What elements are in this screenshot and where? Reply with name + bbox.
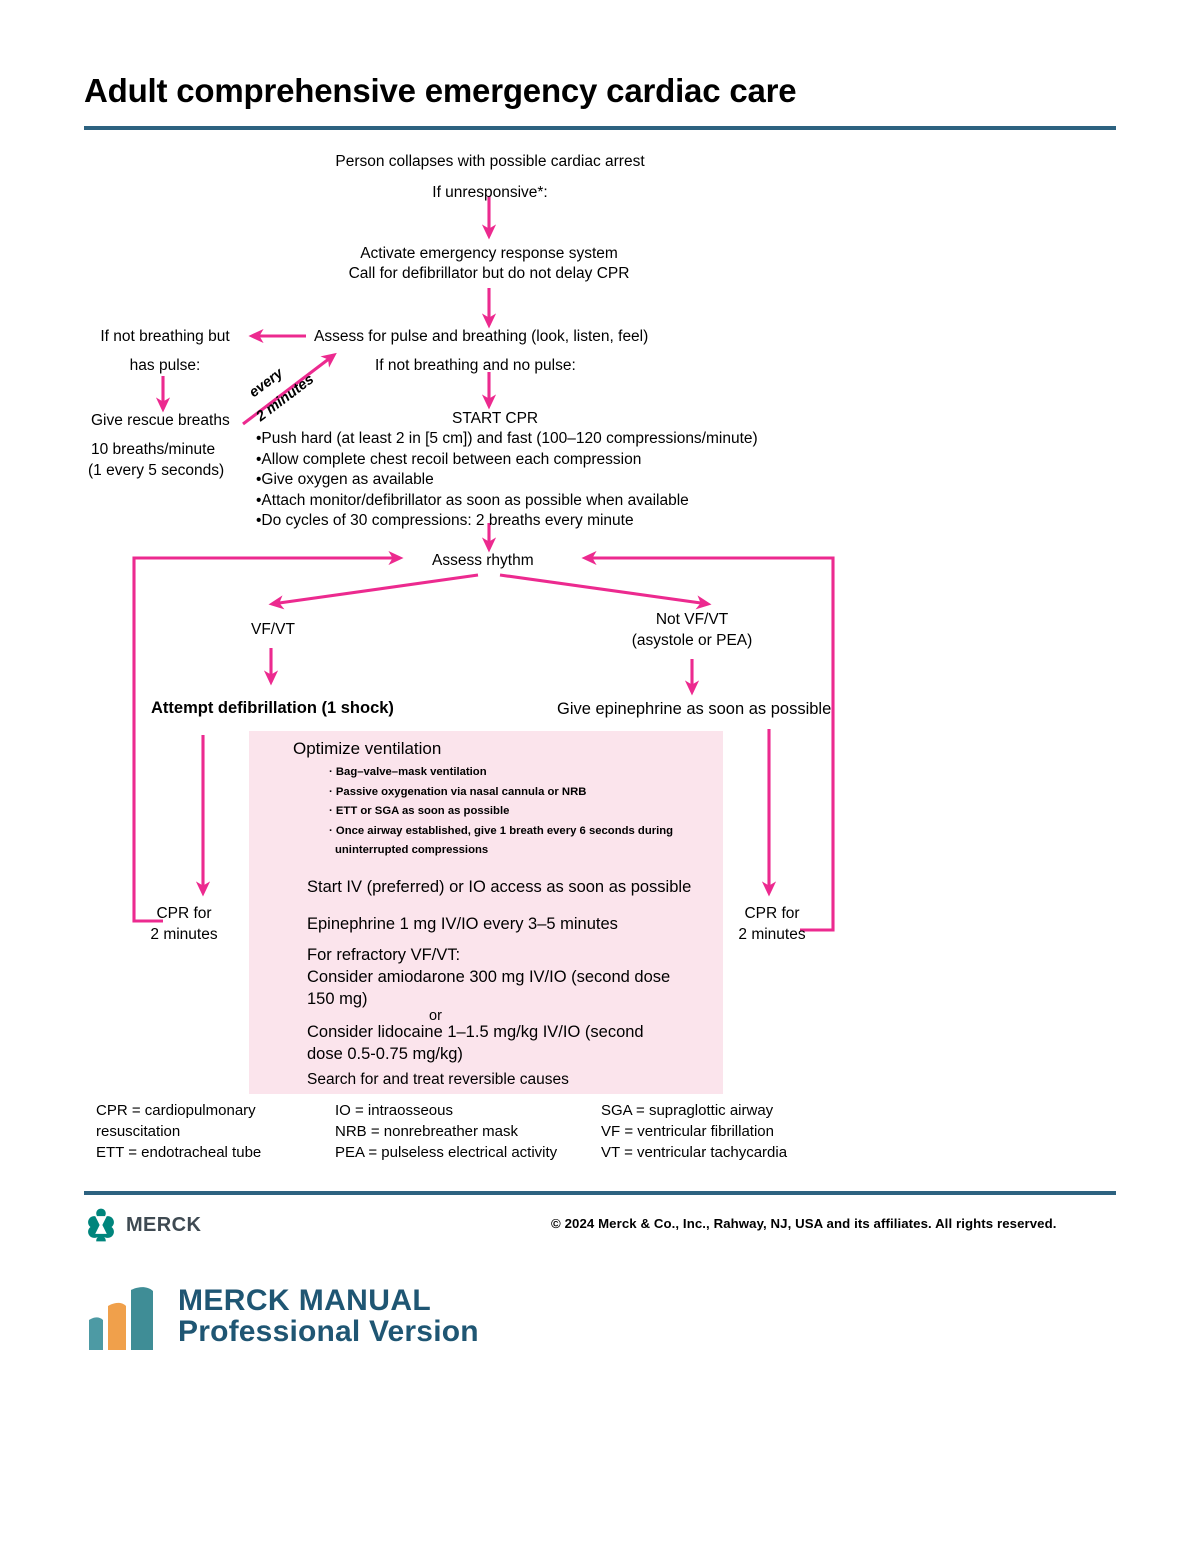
node-not-vf-vt-line2: (asystole or PEA) [631, 632, 753, 649]
node-vf-vt: VF/VT [251, 621, 295, 638]
cpr-instruction-bullets: •Push hard (at least 2 in [5 cm]) and fa… [256, 429, 758, 532]
merck-manual-bars-icon [89, 1287, 153, 1350]
panel-lidocaine-line1: Consider lidocaine 1–1.5 mg/kg IV/IO (se… [307, 1023, 644, 1041]
cpr-bullet-4: •Do cycles of 30 compressions: 2 breaths… [256, 512, 634, 529]
node-activate-ems-line1: Activate emergency response system [360, 245, 618, 262]
panel-title: Optimize ventilation [293, 739, 442, 758]
legend-column-1: CPR = cardiopulmonary resuscitation ETT … [96, 1100, 261, 1163]
cpr-bullet-3: •Attach monitor/defibrillator as soon as… [256, 491, 689, 509]
panel-amiodarone-line2: 150 mg) [307, 990, 368, 1008]
legend-item-vt: VT = ventricular tachycardia [601, 1144, 788, 1161]
node-activate-ems-line2: Call for defibrillator but do not delay … [348, 265, 630, 282]
node-cpr-loop-left-line2: 2 minutes [150, 926, 218, 943]
legend-item-pea: PEA = pulseless electrical activity [335, 1144, 558, 1161]
merck-wordmark: MERCK [126, 1213, 202, 1236]
node-rescue-rate-line1: 10 breaths/minute [91, 441, 216, 458]
node-cpr-loop-left-line1: CPR for [156, 905, 212, 922]
node-person-collapses: Person collapses with possible cardiac a… [335, 153, 645, 170]
panel-refractory-label: For refractory VF/VT: [307, 946, 461, 964]
cpr-bullet-0: •Push hard (at least 2 in [5 cm]) and fa… [256, 430, 758, 447]
panel-or-separator: or [429, 1008, 442, 1024]
legend-item-vf: VF = ventricular fibrillation [601, 1123, 774, 1140]
merck-manual-line2: Professional Version [178, 1315, 479, 1348]
panel-lidocaine-block: Consider lidocaine 1–1.5 mg/kg IV/IO (se… [307, 1021, 644, 1065]
merck-quatrefoil-icon [88, 1208, 114, 1242]
node-give-epinephrine: Give epinephrine as soon as possible [557, 700, 832, 718]
legend-item-cpr-1: CPR = cardiopulmonary [96, 1102, 256, 1119]
panel-refractory-block: For refractory VF/VT: Consider amiodaron… [307, 944, 670, 1010]
cpr-bullet-2: •Give oxygen as available [256, 471, 434, 488]
node-cpr-loop-right-line1: CPR for [744, 905, 800, 922]
legend-item-io: IO = intraosseous [335, 1102, 453, 1119]
node-branch-has-pulse-line2: has pulse: [129, 357, 201, 374]
node-assess-pulse-breathing: Assess for pulse and breathing (look, li… [314, 328, 649, 345]
node-assess-rhythm: Assess rhythm [432, 552, 534, 569]
panel-epinephrine-dose: Epinephrine 1 mg IV/IO every 3–5 minutes [307, 915, 618, 933]
merck-manual-logo: MERCK MANUAL Professional Version [86, 1280, 479, 1354]
node-attempt-defibrillation: Attempt defibrillation (1 shock) [151, 699, 394, 717]
panel-amiodarone-line1: Consider amiodarone 300 mg IV/IO (second… [307, 968, 671, 986]
panel-bullet-3-continuation: uninterrupted compressions [335, 844, 489, 857]
panel-bullet-1: · Passive oxygenation via nasal cannula … [329, 785, 587, 798]
node-branch-no-pulse: If not breathing and no pulse: [375, 357, 576, 374]
legend-item-sga: SGA = supraglottic airway [601, 1102, 774, 1119]
cpr-bullet-1: •Allow complete chest recoil between eac… [256, 450, 642, 468]
node-not-vf-vt-line1: Not VF/VT [655, 611, 729, 628]
copyright-notice: © 2024 Merck & Co., Inc., Rahway, NJ, US… [551, 1216, 1057, 1231]
node-branch-has-pulse-line1: If not breathing but [100, 328, 230, 345]
legend-column-3: SGA = supraglottic airway VF = ventricul… [601, 1100, 787, 1163]
panel-bullet-list: · Bag–valve–mask ventilation · Passive o… [329, 763, 709, 861]
merck-manual-line1: MERCK MANUAL [178, 1284, 432, 1318]
panel-bullet-2: · ETT or SGA as soon as possible [329, 805, 510, 818]
panel-bullet-3: · Once airway established, give 1 breath… [329, 824, 674, 837]
legend-item-ett: ETT = endotracheal tube [96, 1144, 262, 1161]
header-divider [84, 126, 1116, 130]
panel-lidocaine-line2: dose 0.5-0.75 mg/kg) [307, 1045, 463, 1063]
panel-reversible-causes: Search for and treat reversible causes [307, 1071, 569, 1088]
panel-iv-access: Start IV (preferred) or IO access as soo… [307, 878, 692, 896]
optimize-ventilation-panel: Optimize ventilation · Bag–valve–mask ve… [249, 731, 723, 1094]
node-rescue-rate-line2: (1 every 5 seconds) [88, 462, 225, 479]
panel-bullet-0: · Bag–valve–mask ventilation [329, 766, 487, 778]
page-title: Adult comprehensive emergency cardiac ca… [84, 72, 797, 109]
node-cpr-loop-right-line2: 2 minutes [738, 926, 806, 943]
merck-manual-text: MERCK MANUAL Professional Version [178, 1286, 479, 1347]
node-if-unresponsive: If unresponsive*: [432, 184, 548, 201]
node-start-cpr: START CPR [452, 410, 539, 427]
node-give-rescue-breaths: Give rescue breaths [91, 412, 230, 429]
legend-item-cpr-2: resuscitation [96, 1123, 181, 1140]
legend-item-nrb: NRB = nonrebreather mask [335, 1123, 519, 1140]
footer-divider [84, 1191, 1116, 1195]
merck-logo: MERCK [84, 1208, 201, 1242]
legend-column-2: IO = intraosseous NRB = nonrebreather ma… [335, 1100, 557, 1163]
